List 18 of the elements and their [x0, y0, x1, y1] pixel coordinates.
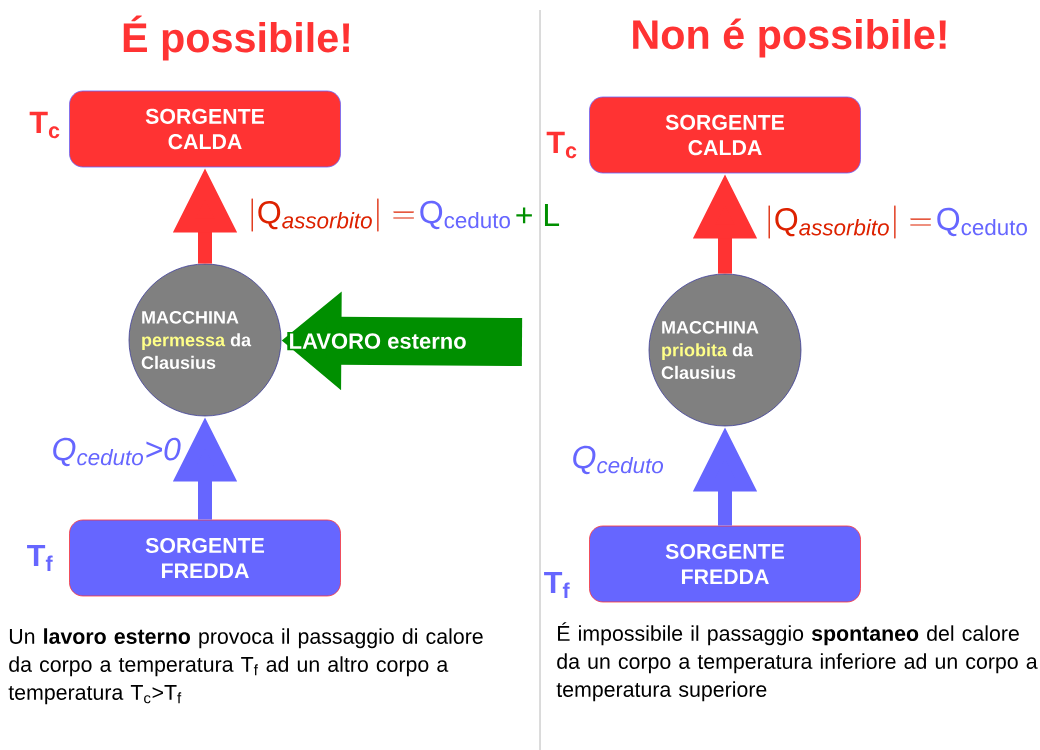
temperature-label: T$_{f}$	[544, 571, 570, 599]
formula-text: Q$_{ceduto}$>0	[53, 437, 181, 467]
formula-text: Q$_{ceduto}$	[573, 445, 664, 475]
description-text: Un lavoro esterno provoca il passaggio di calore da corpo a temperatura T$_{f}$ ad un altro corpo a temperatura T$_{c}$>T$_{f}$	[8, 628, 483, 705]
description-text: É impossibile il passaggio spontaneo del calore da un corpo a temperatura inferiore ad un corpo a temperatura superiore	[556, 622, 1038, 702]
source-box: SORGENTE CALDA	[589, 96, 861, 174]
temperature-label: T$_{c}$	[546, 131, 577, 159]
source-box: SORGENTE CALDA	[69, 90, 341, 168]
formula-text: $|\mathrm{Q}_{\mathit{assorbito}}|=$	[251, 198, 414, 232]
formula-text: $|\mathrm{Q}_{\mathit{assorbito}}|=$	[768, 205, 931, 239]
formula-text: Q$_{ceduto}$	[937, 207, 1027, 237]
heading: Non é possibile!	[633, 18, 946, 58]
formula-text: Q$_{ceduto}$	[420, 200, 510, 230]
source-box: SORGENTE FREDDA	[589, 525, 861, 603]
temperature-label: T$_{c}$	[29, 111, 60, 139]
temperature-label: T$_{f}$	[27, 544, 53, 572]
formula-text: + L	[516, 204, 560, 226]
source-box: SORGENTE FREDDA	[69, 519, 341, 597]
